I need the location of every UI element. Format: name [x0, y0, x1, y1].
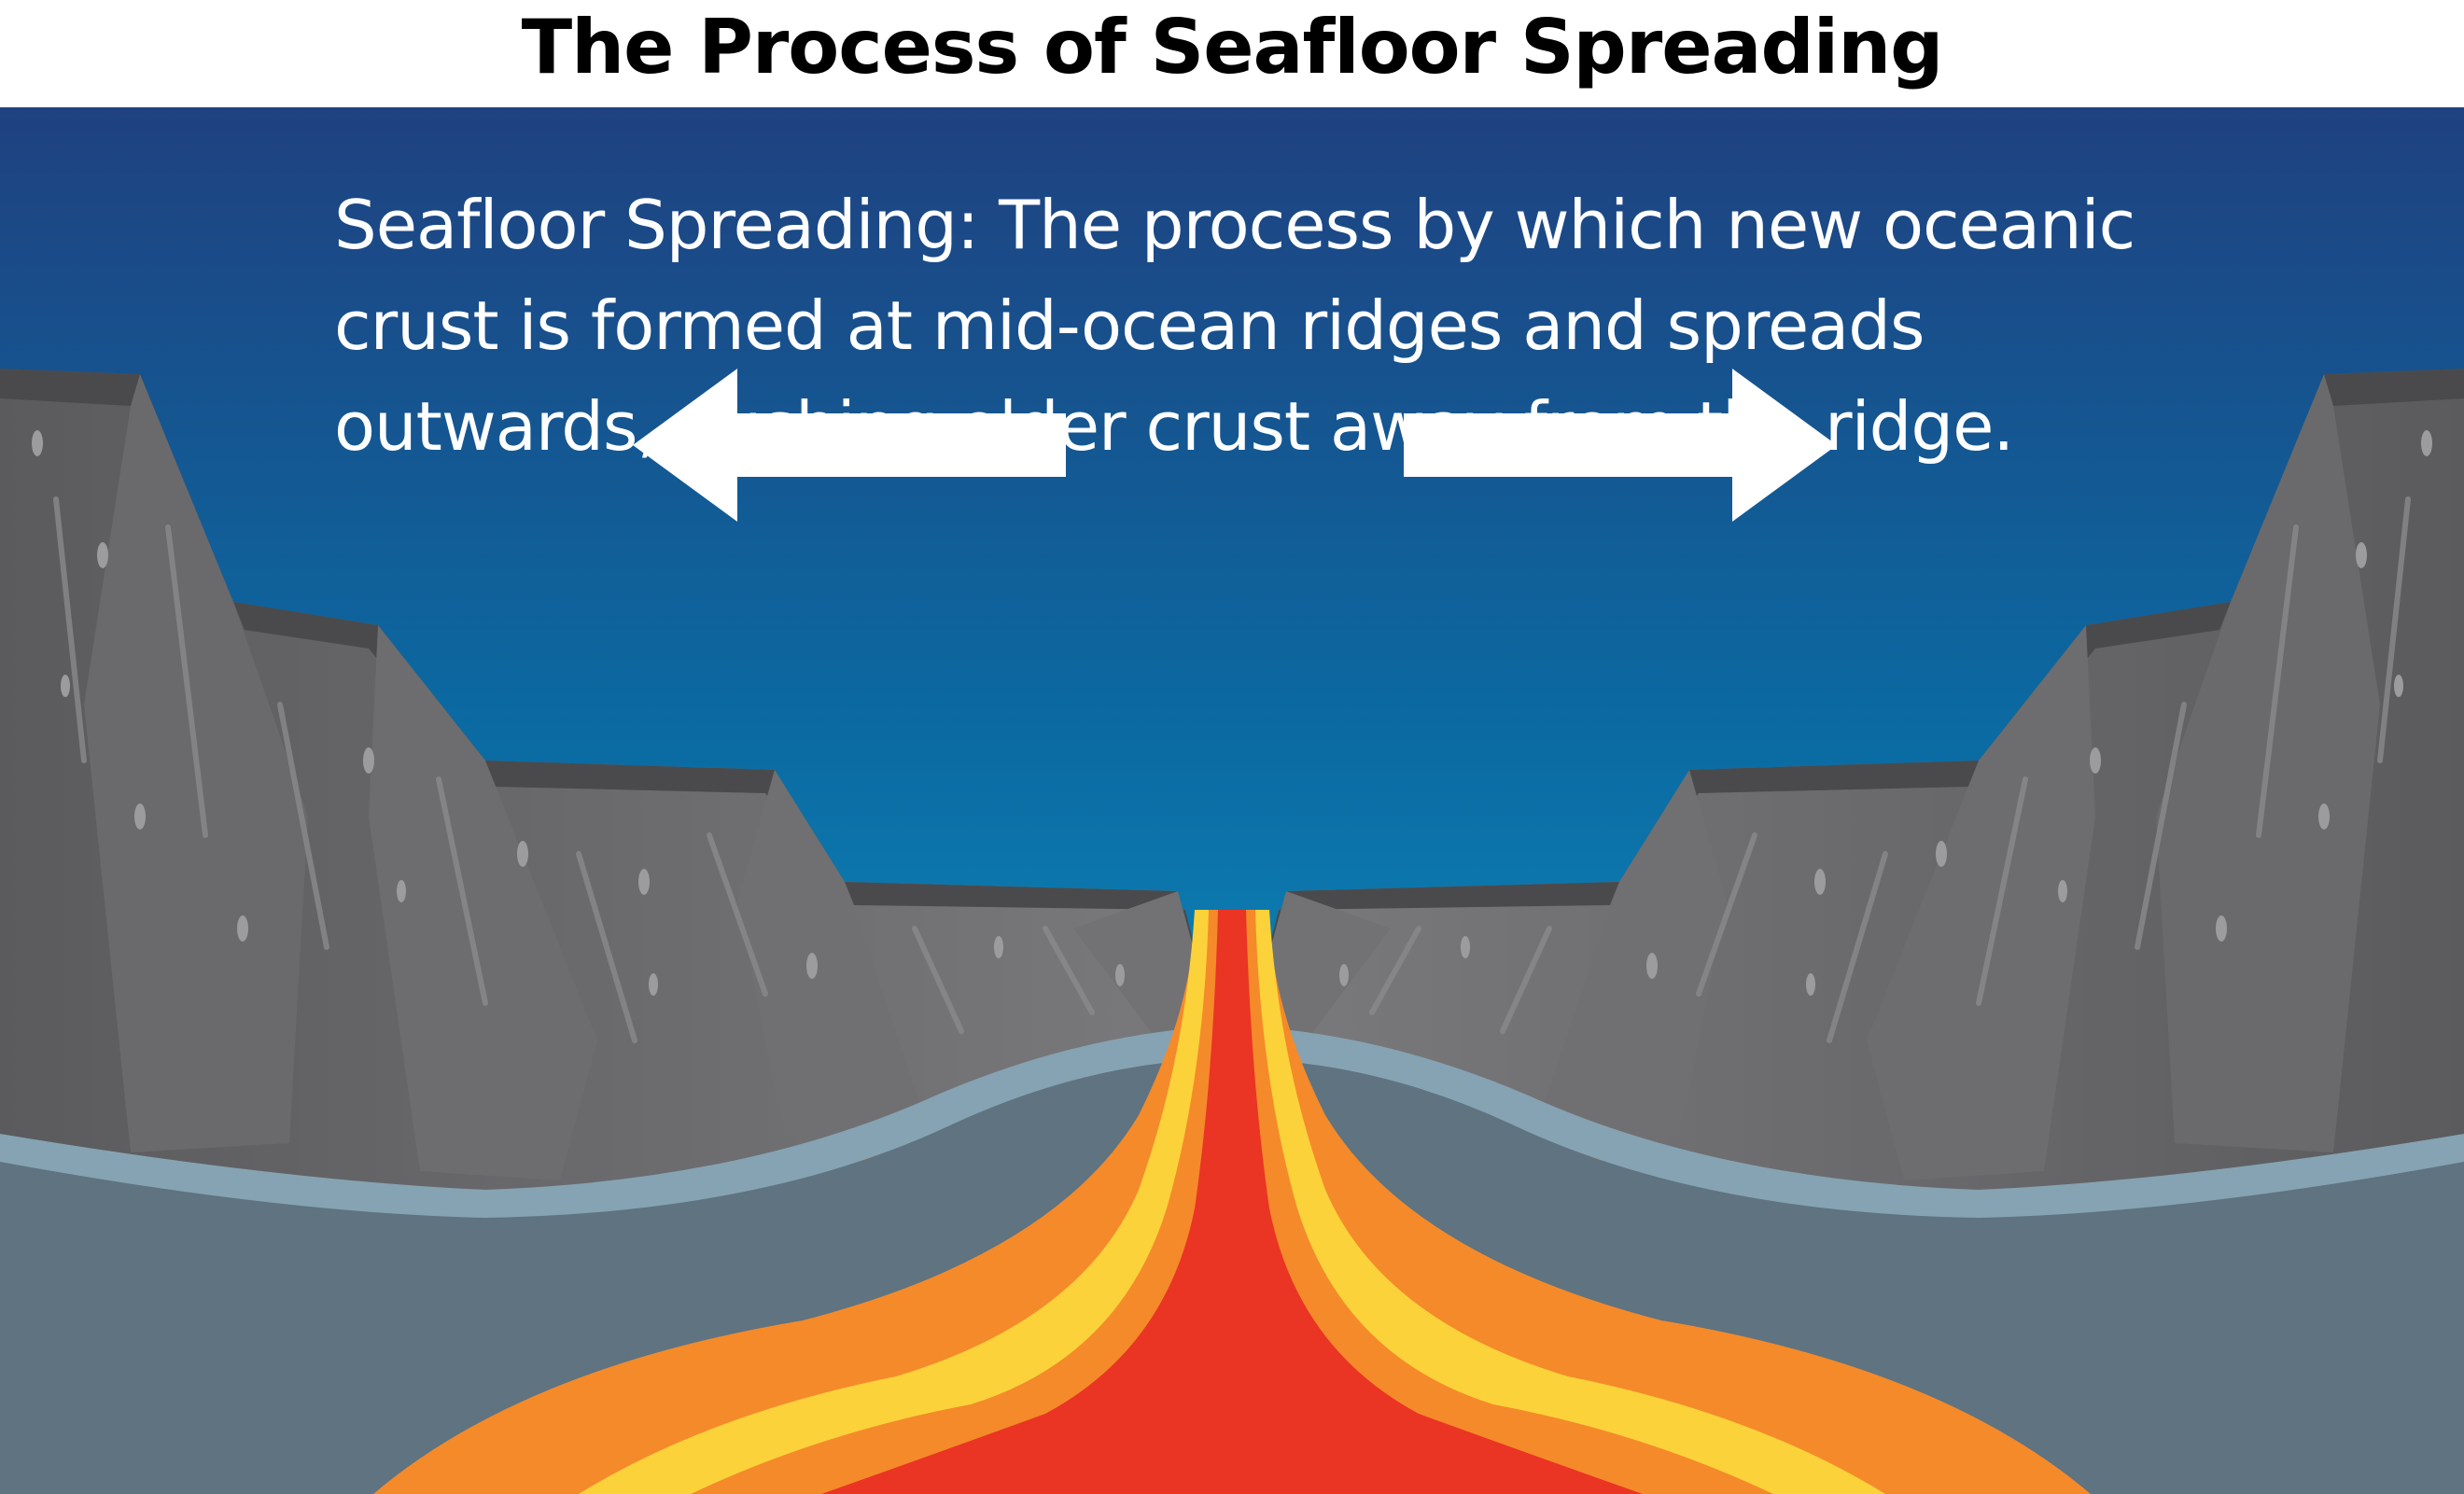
- left-ridge-rocks: [0, 369, 1213, 1201]
- seafloor-diagram: Seafloor Spreading: The process by which…: [0, 107, 2464, 1494]
- seafloor-illustration: [0, 107, 2464, 1494]
- definition-line-1: Seafloor Spreading: The process by which…: [334, 186, 2135, 264]
- arrow-left-icon: [633, 369, 1066, 522]
- definition-line-2: crust is formed at mid-ocean ridges and …: [334, 286, 1925, 365]
- page-title: The Process of Seafloor Spreading: [521, 4, 1944, 91]
- definition-line-3: outwards, pushing older crust away from …: [334, 387, 2014, 466]
- header: The Process of Seafloor Spreading: [0, 0, 2464, 107]
- definition-text: Seafloor Spreading: The process by which…: [334, 175, 2294, 477]
- crust-band: [0, 1026, 2464, 1218]
- right-ridge-rocks: [1251, 369, 2464, 1201]
- arrow-right-icon: [1404, 369, 1837, 522]
- magma-plume: [373, 910, 2091, 1494]
